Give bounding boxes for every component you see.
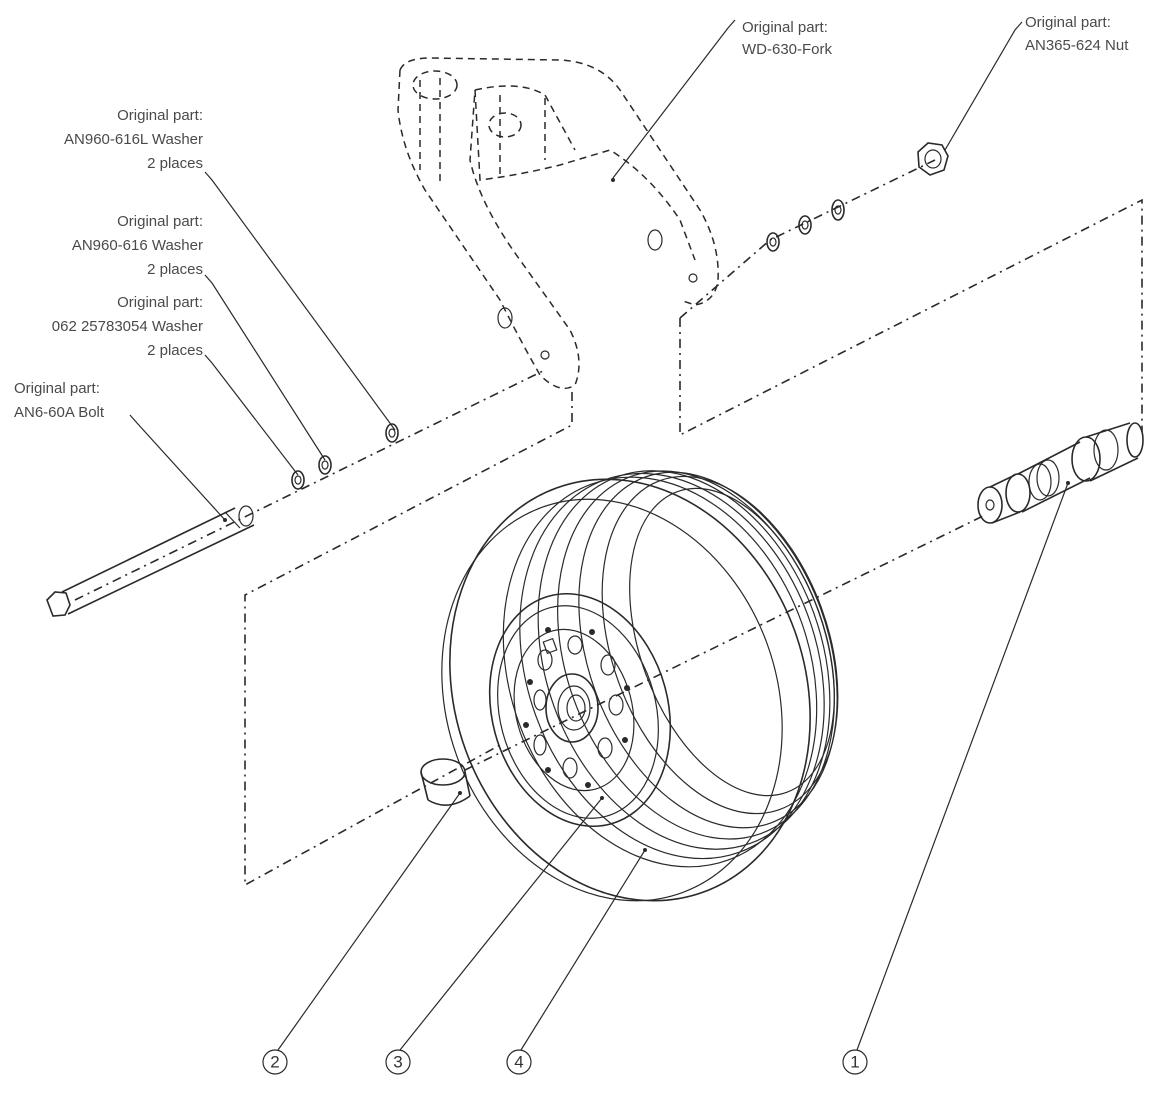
balloon-2-label: 2 [270,1053,279,1072]
bolt-callout-line1: Original part: [14,380,100,397]
balloon-2: 2 [262,1049,288,1075]
callout-washer-616l: Original part: AN960-616L Washer 2 place… [64,107,203,172]
washer-062-callout-line1: Original part: [117,294,203,311]
balloon-4: 4 [506,1049,532,1075]
callout-washer-062: Original part: 062 25783054 Washer 2 pla… [52,294,203,359]
leader-lines [129,19,1070,1051]
washer-062-callout-line2: 062 25783054 Washer [52,318,203,335]
washer-616l-callout-line2: AN960-616L Washer [64,131,203,148]
washer-616-callout-line1: Original part: [117,213,203,230]
callout-bolt: Original part: AN6-60A Bolt [14,380,105,421]
spacer-part [420,758,471,806]
nut-callout-line1: Original part: [1025,14,1111,31]
fork-callout-line1: Original part: [742,19,828,36]
callout-nut: Original part: AN365-624 Nut [1025,14,1129,54]
fork-callout-line2: WD-630-Fork [742,41,833,58]
balloon-4-label: 4 [514,1053,523,1072]
washer-616-callout-line3: 2 places [147,261,203,278]
axle-part [977,422,1144,524]
nut-callout-line2: AN365-624 Nut [1025,37,1129,54]
washer-616l-callout-line3: 2 places [147,155,203,172]
balloon-1: 1 [842,1049,868,1075]
washer-616l-callout-line1: Original part: [117,107,203,124]
balloon-3-label: 3 [393,1053,402,1072]
callout-fork: Original part: WD-630-Fork [742,19,833,58]
nut-part [917,142,949,176]
balloon-1-label: 1 [850,1053,859,1072]
left-washers [291,423,399,490]
right-washers [766,199,845,252]
balloon-3: 3 [385,1049,411,1075]
bolt-callout-line2: AN6-60A Bolt [14,404,105,421]
bolt-part [46,505,255,617]
washer-062-callout-line3: 2 places [147,342,203,359]
washer-616-callout-line2: AN960-616 Washer [72,237,203,254]
wheel-assembly [441,470,839,902]
fork-part [397,57,719,390]
callout-washer-616: Original part: AN960-616 Washer 2 places [72,213,203,278]
